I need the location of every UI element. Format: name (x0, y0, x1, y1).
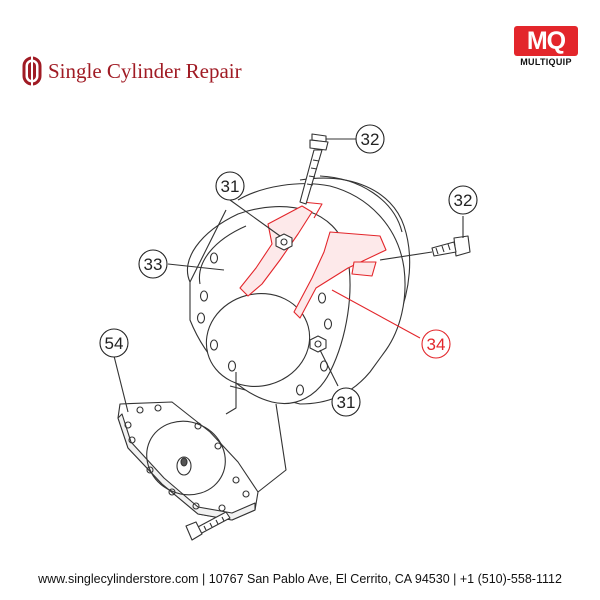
mq-logo-mark: MQ (514, 26, 578, 56)
callout-31-top: 31 (215, 171, 245, 201)
plate-bolt (185, 511, 231, 541)
callout-label: 33 (144, 255, 163, 274)
callout-label: 32 (454, 191, 473, 210)
callout-34: 34 (421, 329, 451, 359)
brand-title: Single Cylinder Repair (48, 58, 242, 83)
callout-31-bottom: 31 (331, 387, 361, 417)
callout-label: 34 (427, 335, 446, 354)
callout-32-top: 32 (355, 124, 385, 154)
right-bolt (379, 235, 471, 261)
bottom-nut (309, 335, 327, 353)
callout-label: 32 (361, 130, 380, 149)
top-bolt (299, 133, 329, 205)
multiquip-logo: MQ MULTIQUIP (514, 26, 578, 67)
brand-logo-icon (22, 56, 42, 86)
mounting-plate (117, 401, 259, 521)
callout-label: 31 (221, 177, 240, 196)
callout-label: 54 (105, 334, 124, 353)
brand-header: Single Cylinder Repair (22, 54, 242, 88)
callout-33: 33 (138, 249, 168, 279)
rubber-coupling-element (239, 201, 387, 319)
footer-contact: www.singlecylinderstore.com | 10767 San … (38, 572, 562, 586)
top-nut (275, 233, 293, 251)
callout-label: 31 (337, 393, 356, 412)
mq-logo-text: MULTIQUIP (520, 57, 572, 67)
callout-54: 54 (99, 328, 129, 358)
callout-32-right: 32 (448, 185, 478, 215)
